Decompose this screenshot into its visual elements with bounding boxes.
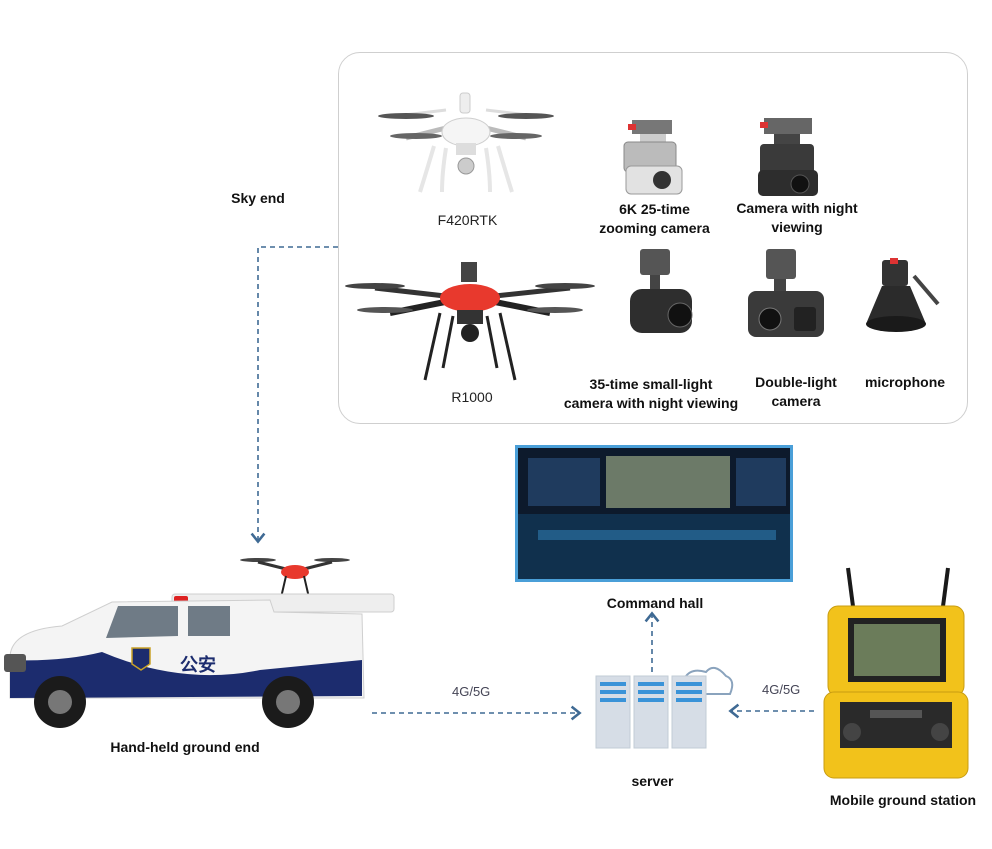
mobile-station-label: Mobile ground station: [829, 792, 977, 808]
hall-screen-right: [736, 458, 786, 506]
mobile-ground-station-image: [823, 567, 969, 779]
zoom-6k-label-line2: zooming camera: [599, 220, 710, 236]
r1000-label: R1000: [451, 389, 493, 405]
ground-end-label: Hand-held ground end: [110, 739, 260, 755]
command-hall-image: [515, 445, 793, 582]
double-light-camera-image: [748, 249, 824, 337]
night-camera-image: [758, 118, 818, 196]
microphone-label: microphone: [864, 374, 946, 390]
command-hall-label: Command hall: [606, 595, 704, 611]
hall-screen-map: [606, 456, 730, 508]
zoom-6k-camera-image: [623, 120, 683, 195]
server-image: [595, 666, 734, 749]
link-label-right: 4G/5G: [762, 682, 801, 697]
hall-console-area: [518, 514, 790, 579]
small-light-35-label-line1: 35-time small-light: [589, 376, 713, 392]
f420rtk-label: F420RTK: [437, 212, 498, 228]
server-label: server: [631, 773, 674, 789]
r1000-drone-image: [345, 262, 595, 381]
small-light-35-label-line2: camera with night viewing: [563, 395, 739, 411]
double-light-label-line1: Double-light: [755, 374, 837, 390]
night-camera-label-line2: viewing: [771, 219, 823, 235]
zoom-6k-label-line1: 6K 25-time: [619, 201, 690, 217]
sky-end-label: Sky end: [231, 190, 285, 206]
vehicle-police-text: 公安: [180, 655, 216, 676]
hall-console-lights: [538, 530, 776, 540]
sky-to-ground-arrow: [250, 246, 338, 544]
microphone-image: [866, 258, 940, 332]
police-vehicle-image: [4, 593, 395, 728]
f420rtk-drone-image: [378, 92, 554, 193]
double-light-label-line2: camera: [771, 393, 821, 409]
night-camera-label-line1: Camera with night: [736, 200, 858, 216]
link-label-left: 4G/5G: [452, 684, 491, 699]
small-light-35-camera-image: [630, 249, 693, 333]
hall-screen-left: [528, 458, 600, 506]
